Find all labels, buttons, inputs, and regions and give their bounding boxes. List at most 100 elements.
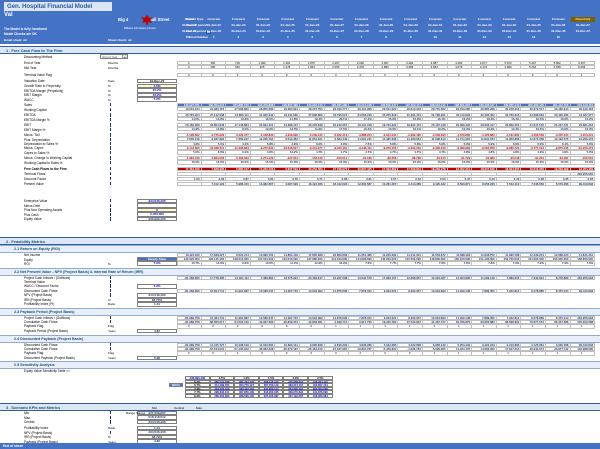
sensitivity-cell-2-3: 354,396,101	[283, 386, 308, 391]
scenario-range-label-2: Central	[24, 420, 35, 425]
discounting-method-select[interactable]: End of Year	[100, 54, 128, 59]
mid-year-months-cell-9: 3,289	[398, 65, 423, 70]
ebitda_margin_pct-cell-3: 16.5%	[250, 117, 276, 122]
disc-payback-flag-cell-9: 0	[398, 351, 423, 356]
assumption-value-1[interactable]: 15.2%	[137, 88, 177, 93]
fcff-cell-3: 17,232,158	[250, 166, 276, 171]
assumption-value-3[interactable]: 7.2%	[137, 97, 177, 102]
roi-label: ROI	[24, 262, 30, 266]
equity-cell-10: 148,800,000	[422, 257, 448, 262]
sheet-name: Val	[4, 12, 13, 18]
net-income-cell-1: 17,628,227	[201, 252, 227, 257]
net-income-cell-4: 14,804,146	[275, 252, 300, 257]
discount_factor-cell-10: 0.50	[422, 176, 448, 181]
disc-payback-flow-cell-16: 99,010,848	[570, 342, 596, 347]
plus_depreciation-cell-10: 11,598,613	[422, 137, 448, 142]
working_capital-cell-2: 27,582,860	[226, 107, 251, 112]
bridge-unit-marker-0	[110, 199, 111, 203]
minus_change_wc-cell-5: -153,139	[299, 155, 325, 161]
section-2-header: 2 . Feasibility Metrics	[0, 237, 600, 246]
plus_depreciation-cell-16: 10,206,473	[570, 137, 596, 142]
working_capital-cell-3: 28,856,980	[250, 107, 276, 112]
payback-flag-cell-16: 1	[570, 324, 596, 329]
bridge-unit-marker-3	[110, 212, 111, 217]
discounted-flow-cell-15: 8,470,014	[545, 288, 571, 294]
scenario-kpi-value-2: 38.79%	[137, 434, 177, 440]
period-end-12: 31-Dec-33	[477, 29, 492, 33]
scenario-range-value-2: 334,546,406	[137, 419, 177, 425]
scenario-col-header-0: Min.	[152, 406, 158, 410]
discounted-flow-cell-0: -81,468,906	[177, 288, 202, 294]
payback-cum-cell-7: 9,917,756	[349, 320, 374, 325]
disc-payback-cum-cell-1: -67,544,031	[201, 347, 227, 352]
npv-unit-6: Ratio	[108, 302, 116, 307]
disc-payback-flow-cell-1: 14,445,727	[201, 342, 227, 347]
fcff-label-0: Sales	[24, 103, 32, 107]
bridge-value-0: 334,546,406	[137, 198, 177, 203]
net-income-cell-15: 12,289,124	[545, 252, 571, 257]
unit-marker-10	[110, 150, 111, 155]
minus_change_wc-cell-0: -1,981,316	[177, 155, 202, 161]
present_value-cell-11: 8,590,871	[447, 181, 473, 186]
calendar-icon[interactable]	[206, 29, 211, 34]
section-2-1-header: 2.1 Return on Equity (ROI)	[0, 245, 600, 253]
present_value-cell-8: 10,281,087	[373, 181, 399, 186]
profitability-index-value: 1.41	[137, 302, 177, 307]
discounted-flow-cell-14: 8,278,880	[521, 288, 546, 294]
disc-payback-flow-cell-4: 10,693,141	[275, 342, 300, 347]
period-end-4: 31-Dec-25	[280, 29, 295, 33]
project-flow-cell-16: 284,956,002	[570, 275, 596, 280]
minus_tax-cell-11: -4,079,884	[447, 132, 473, 138]
end-of-year-months-cell-16: 6,257	[570, 60, 596, 65]
mid-year-months-cell-3: 915	[250, 65, 276, 70]
mid-year-months-cell-0: 0	[177, 65, 202, 70]
discount_factor-cell-2: 0.87	[226, 176, 251, 181]
ebitda_margin_pct-cell-15: 16.6%	[545, 117, 571, 122]
period-number-2: 2	[237, 35, 240, 39]
assumption-label-0: Growth Rate to Perpetuity	[24, 84, 61, 88]
wacc-discount-factor-value[interactable]: 7.2%	[137, 284, 177, 289]
period-type-1: Forecast	[207, 17, 221, 21]
valuation-date-value[interactable]: 31-Dec-21	[137, 78, 177, 83]
end-of-sheet-band: End of sheet	[0, 443, 600, 449]
net-income-label: Net Income	[24, 253, 41, 257]
net-income-cell-7: 11,051,485	[349, 252, 374, 257]
payback-label-0: Project Cash Inflows / (Outflows)	[24, 315, 71, 320]
period-start-15: 01-Jan-36	[551, 23, 566, 27]
minus_capex-cell-9: -9,303,019	[398, 145, 423, 151]
terminal-flag-cell-11: 0	[447, 72, 473, 77]
depr_to_sales_pct-cell-4: 4.9%	[275, 141, 300, 146]
disc-payback-flow-cell-9: 4,432,838	[398, 342, 423, 347]
minus_capex-cell-7: -9,246,411	[349, 145, 374, 151]
end-of-year-months-cell-3: 1,090	[250, 60, 276, 65]
terminal_flows-cell-12	[472, 171, 497, 176]
plus_depreciation-cell-0: 7,605,216	[177, 137, 202, 142]
valuation-date-label: Valuation Date	[24, 79, 45, 83]
fcff-label-5: EBIT Margin %	[24, 127, 46, 132]
wc_to_sales_pct-cell-16: 15.0%	[570, 160, 596, 165]
project-flow-cell-14: 7,942,812	[521, 275, 546, 280]
ebit_margin_pct-cell-10: 10.2%	[422, 127, 448, 132]
working_capital-cell-1: 24,383,167	[201, 107, 227, 112]
minus_capex-cell-14: -9,777,534	[521, 145, 546, 151]
bridge-unit-marker-2	[110, 208, 111, 212]
unit-marker-13	[110, 167, 111, 171]
disc-payback-unit-marker-1	[110, 347, 111, 351]
disc-payback-cum-cell-9: -1,026,784	[398, 347, 423, 352]
fcff-cell-14: 19,013,359	[521, 166, 546, 171]
net-income-cell-12: 11,843,752	[472, 252, 497, 257]
disc-payback-flow-cell-8: 5,342,085	[373, 342, 399, 347]
disc-payback-flag-cell-5: 0	[299, 351, 325, 356]
project-flow-cell-12: 11,299,148	[472, 275, 497, 280]
chevron-down-icon[interactable]	[121, 55, 127, 58]
fcff-label-1: Working Capital	[24, 107, 47, 112]
terminal_flows-cell-2	[226, 171, 251, 176]
assumption-value-0[interactable]: 1.5%	[137, 83, 177, 88]
wc_to_sales_pct-cell-15: 15.0%	[545, 160, 571, 165]
fcff-row-12: 15.0%15.0%15.0%15.0%15.0%15.0%15.0%15.0%…	[177, 160, 596, 165]
wc_to_sales_pct-cell-12: 15.0%	[472, 160, 497, 165]
assumption-value-2[interactable]: 10.2%	[137, 92, 177, 98]
period-type-16: Perpetuity	[570, 17, 596, 22]
